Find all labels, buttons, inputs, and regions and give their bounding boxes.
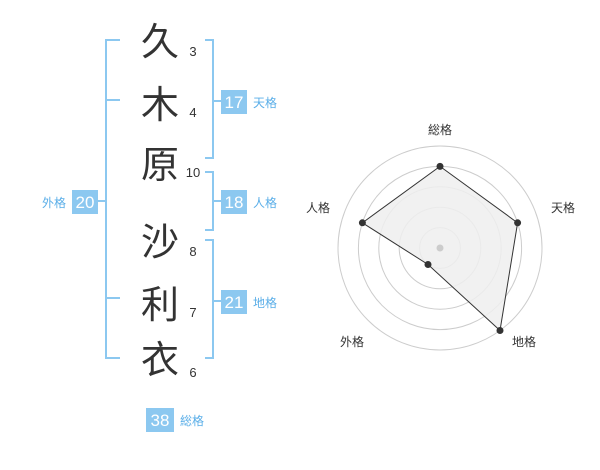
gaikaku-bracket-line xyxy=(105,39,120,359)
stroke-count-6: 6 xyxy=(189,365,196,380)
jinkaku-badge: 18 人格 xyxy=(221,190,277,214)
jinkaku-value: 18 xyxy=(225,193,244,212)
chikaku-value: 21 xyxy=(225,293,244,312)
tenkaku-badge-bg xyxy=(221,90,247,114)
soukaku-badge: 38 総格 xyxy=(146,408,204,432)
tenkaku-label: 天格 xyxy=(253,95,277,110)
radar-label-chikaku: 地格 xyxy=(512,334,536,349)
radar-point-5 xyxy=(358,219,366,227)
jinkaku-badge-bg xyxy=(221,190,247,214)
name-char-3: 原 xyxy=(141,143,179,187)
name-char-1: 久 xyxy=(141,20,179,64)
radar-center-dot xyxy=(436,244,444,252)
radar-point-3 xyxy=(496,327,504,334)
tenkaku-bracket xyxy=(205,39,214,159)
radar-label-soukaku: 総格 xyxy=(428,122,452,137)
stroke-counts: 3 4 10 8 7 6 xyxy=(186,44,200,380)
soukaku-label: 総格 xyxy=(180,413,204,428)
jinkaku-bracket xyxy=(205,171,214,231)
stroke-count-1: 3 xyxy=(189,44,196,59)
radar-label-tenkaku: 天格 xyxy=(551,200,575,215)
gaikaku-badge: 20 外格 xyxy=(42,190,98,214)
jinkaku-label: 人格 xyxy=(253,195,277,210)
stroke-count-5: 7 xyxy=(189,305,196,320)
chikaku-badge-bg xyxy=(221,290,247,314)
soukaku-value: 38 xyxy=(151,411,170,430)
radar-ring-5 xyxy=(337,145,543,351)
tenkaku-badge: 17 天格 xyxy=(221,90,277,114)
gaikaku-value: 20 xyxy=(76,193,95,212)
stroke-count-3: 10 xyxy=(186,165,200,180)
radar-label-jinkaku: 人格 xyxy=(306,200,330,215)
gaikaku-label: 外格 xyxy=(42,195,66,210)
chikaku-label: 地格 xyxy=(253,295,277,310)
name-char-2: 木 xyxy=(141,83,179,127)
chikaku-bracket xyxy=(205,239,214,359)
chikaku-badge: 21 地格 xyxy=(221,290,277,314)
name-char-6: 衣 xyxy=(141,338,179,382)
gaikaku-badge-bg xyxy=(72,190,98,214)
name-characters: 久 木 原 沙 利 衣 xyxy=(141,20,179,382)
radar-point-4 xyxy=(424,261,432,268)
stroke-count-2: 4 xyxy=(189,105,196,120)
stroke-count-4: 8 xyxy=(189,244,196,259)
tenkaku-value: 17 xyxy=(225,93,244,112)
gaikaku-bracket xyxy=(98,39,120,359)
radar-chart: 総格 天格 地格 外格 人格 xyxy=(306,122,575,351)
radar-points xyxy=(358,162,522,334)
radar-point-1 xyxy=(436,162,444,170)
soukaku-badge-bg xyxy=(146,408,174,432)
radar-point-2 xyxy=(514,219,522,227)
right-brackets xyxy=(205,39,221,359)
radar-labels: 総格 天格 地格 外格 人格 xyxy=(306,122,575,349)
name-char-5: 利 xyxy=(141,283,179,327)
name-char-4: 沙 xyxy=(141,220,179,264)
radar-label-gaikaku: 外格 xyxy=(340,334,364,349)
